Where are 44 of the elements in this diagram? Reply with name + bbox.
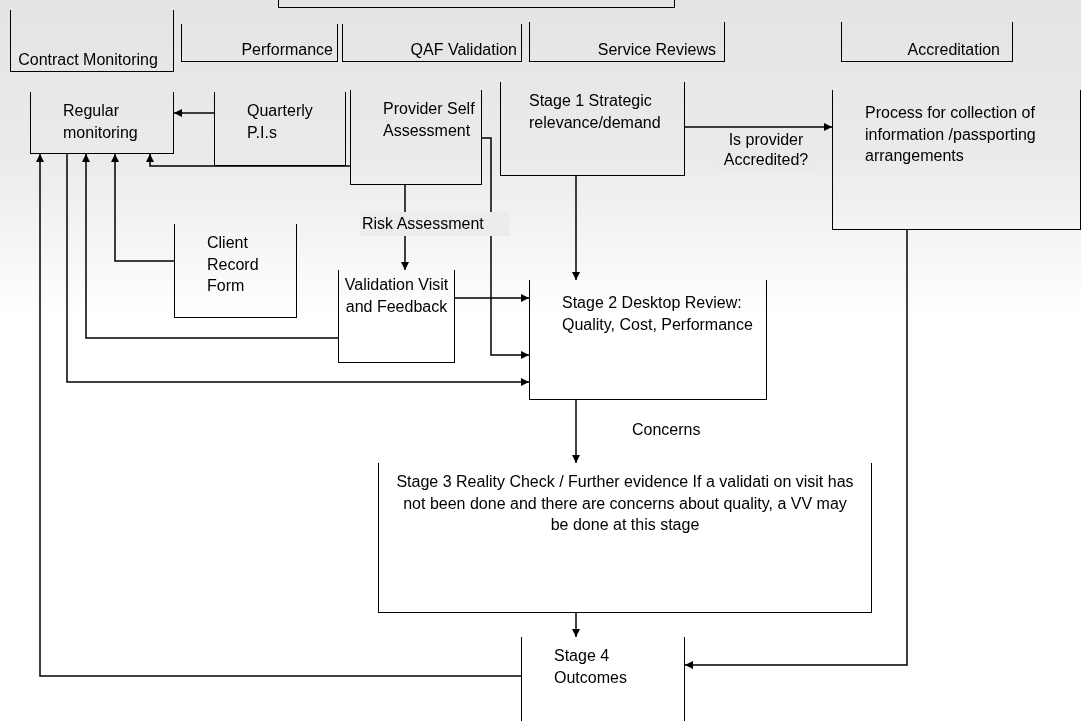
arrow [572, 175, 580, 281]
process-box [500, 82, 685, 176]
process-box [529, 280, 767, 400]
box-label: Regular monitoring [63, 101, 139, 143]
process-box [10, 10, 174, 72]
box-label: Contract Monitoring [18, 50, 158, 71]
arrow [454, 294, 530, 302]
arrow [572, 612, 580, 638]
edge-label: Risk Assessment [360, 212, 510, 236]
box-label: Quarterly P.I.s [247, 101, 314, 143]
box-label: Performance [241, 40, 333, 61]
process-box [841, 22, 1013, 62]
process-box [214, 92, 346, 166]
arrow [36, 153, 522, 677]
box-label: Accreditation [907, 40, 1000, 61]
arrow [684, 123, 833, 131]
process-box [378, 463, 872, 613]
arrow [481, 137, 530, 359]
process-box [30, 92, 174, 154]
process-box [350, 90, 482, 185]
process-box [342, 24, 522, 62]
arrow [173, 109, 215, 117]
box-label: Process for collection of information /passporting arrangements [865, 103, 1037, 167]
process-box [338, 270, 455, 363]
arrow [82, 153, 339, 339]
box-label: Service Reviews [597, 40, 716, 61]
box-label: Provider Self Assessment [383, 99, 476, 141]
box-label: Stage 4 Outcomes [554, 646, 628, 688]
box-label: Client Record Form [207, 233, 260, 297]
process-box [174, 224, 297, 318]
box-label: Stage 1 Strategic relevance/demand [529, 91, 662, 133]
box-label: Validation Visit and Feedback [343, 275, 450, 317]
box-label: Stage 2 Desktop Review: Quality, Cost, Performance [562, 293, 754, 335]
process-box [832, 90, 1081, 230]
arrow [66, 153, 530, 386]
process-box [181, 24, 338, 62]
box-label: QAF Validation [410, 40, 517, 61]
arrow [146, 153, 351, 167]
box-label: Stage 3 Reality Check / Further evidence If a validati on visit has not been done and there are concerns about quality, a VV may be done at this stage [395, 472, 855, 536]
process-box [521, 637, 685, 721]
arrow [111, 153, 175, 262]
arrow [572, 399, 580, 464]
arrow [684, 229, 908, 669]
process-box [529, 22, 725, 62]
